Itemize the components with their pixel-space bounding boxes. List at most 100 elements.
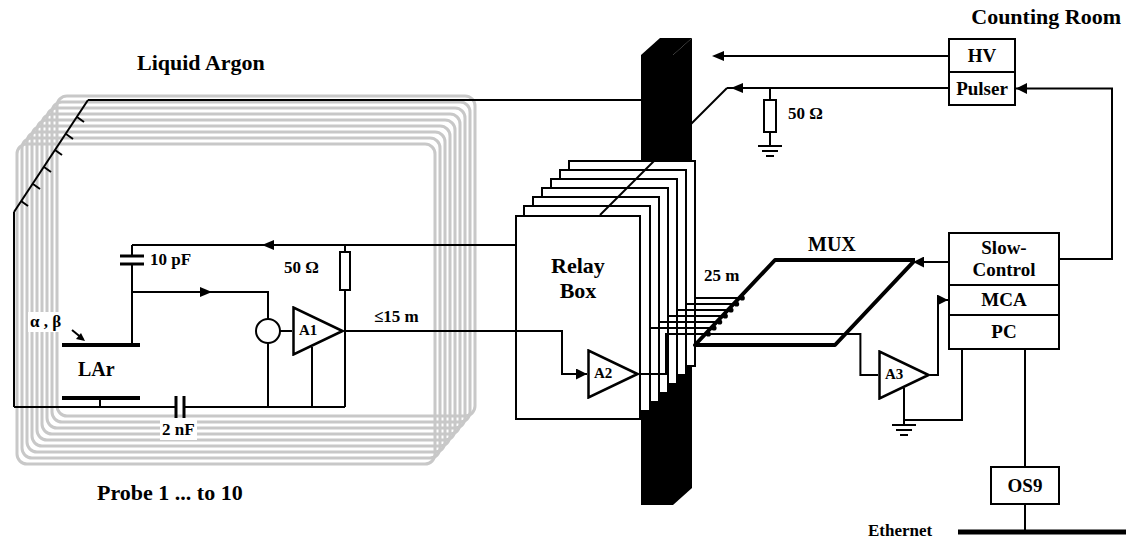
ground-symbol — [762, 150, 778, 152]
arrowhead — [200, 287, 212, 297]
mca-box: MCA — [948, 284, 1060, 316]
hv-bus — [14, 100, 88, 212]
particle-label: α , β — [28, 312, 63, 332]
relay-box-fill — [515, 215, 641, 420]
node-label: MUX — [808, 233, 856, 256]
network-wire — [1024, 505, 1026, 530]
node-label: Pulser — [956, 78, 1008, 100]
hv-tap — [55, 150, 62, 155]
switch-contact — [740, 295, 745, 300]
channel-wire — [686, 303, 734, 305]
signal-connector — [1024, 350, 1026, 466]
pulser-bus — [600, 88, 727, 215]
probe-loops — [17, 96, 475, 464]
ground-symbol — [766, 155, 774, 157]
node-label: HV — [968, 45, 997, 67]
node-label: Relay Box — [536, 253, 620, 304]
switch-contact — [711, 325, 716, 330]
resistor-wire — [344, 290, 346, 407]
channel-wire — [659, 321, 717, 323]
switch-contact — [734, 301, 739, 306]
ground-wire — [311, 347, 313, 407]
amplifier-a3: A3 — [878, 350, 930, 400]
hv-tap — [44, 167, 51, 172]
channel-wire — [650, 327, 711, 329]
component-value: 10 pF — [148, 250, 193, 270]
network-label: Ethernet — [866, 521, 934, 541]
hv-wire — [88, 99, 641, 101]
resistor-wire — [769, 132, 771, 146]
arrowhead — [712, 51, 724, 61]
signal-connector — [845, 334, 878, 375]
wall-top — [641, 38, 692, 55]
ground-symbol — [896, 429, 912, 431]
channel-wire — [677, 309, 728, 311]
arrowhead — [262, 240, 274, 250]
capacitor-plate — [120, 255, 144, 258]
probe-loop — [32, 126, 450, 446]
component-value: 50 Ω — [282, 258, 321, 278]
channel-wire — [695, 297, 739, 299]
capacitor-plate — [183, 396, 186, 418]
pulser-wire — [743, 87, 948, 89]
region-title: Counting Room — [969, 4, 1123, 29]
channel-wire — [668, 315, 722, 317]
pc-box: PC — [948, 314, 1060, 350]
ground-wire — [267, 343, 269, 407]
ethernet-bus — [958, 530, 1126, 535]
switch-contact — [717, 319, 722, 324]
node-label: A2 — [587, 365, 612, 382]
amplifier-a2: A2 — [587, 349, 639, 399]
relay-box-stack — [515, 161, 695, 420]
probe-loop — [27, 132, 445, 452]
switch-arm — [705, 333, 845, 335]
signal-connector — [639, 334, 705, 374]
node-label: MCA — [981, 289, 1026, 311]
signal-connector — [913, 261, 948, 263]
signal-connector — [930, 300, 948, 375]
node-label: A1 — [292, 322, 317, 339]
ground-symbol — [900, 434, 908, 436]
electrode-plate — [62, 343, 140, 347]
ground-symbol — [892, 424, 916, 426]
hv-box: HV — [948, 38, 1016, 73]
arrowhead — [76, 333, 85, 341]
wire-arrowheads — [712, 51, 743, 93]
detector-label: LAr — [76, 358, 117, 381]
probe-loop — [22, 138, 440, 458]
test-pulse-wire — [132, 244, 515, 246]
probe-loop — [47, 108, 465, 428]
switch-contact — [728, 307, 733, 312]
mux-outline — [690, 232, 915, 350]
slow-control-box: Slow-Control — [948, 232, 1060, 286]
cable-length: 25 m — [702, 266, 741, 286]
node-label: A3 — [878, 366, 903, 383]
arrowhead — [731, 83, 743, 93]
probe-loop — [42, 114, 460, 434]
wire-arrowheads — [76, 240, 274, 341]
probe-loop — [52, 102, 470, 422]
region-title: Liquid Argon — [135, 50, 267, 75]
node-label: PC — [991, 321, 1016, 343]
relay-box: Relay BoxA2 — [515, 215, 641, 420]
hv-tap — [33, 184, 40, 189]
hv-wire — [724, 55, 948, 57]
resistor-wire — [769, 88, 771, 100]
hv-wire — [13, 212, 15, 407]
cable-length: ≤15 m — [372, 307, 421, 327]
os9-box: OS9 — [990, 466, 1060, 505]
mux-frame — [695, 260, 915, 345]
signal-wire — [280, 330, 292, 332]
probe-caption: Probe 1 ... to 10 — [95, 480, 245, 505]
probe-loop — [37, 120, 455, 440]
ground-wire — [184, 406, 345, 408]
counting-room-wiring — [600, 56, 1126, 532]
component-value: 2 nF — [160, 420, 197, 440]
hv-tap — [77, 117, 84, 122]
resistor-symbol — [340, 252, 350, 290]
electrode-wire — [99, 398, 101, 407]
node-label: OS9 — [1008, 475, 1043, 497]
capacitor-plate — [175, 396, 178, 418]
resistor-symbol — [764, 100, 776, 132]
